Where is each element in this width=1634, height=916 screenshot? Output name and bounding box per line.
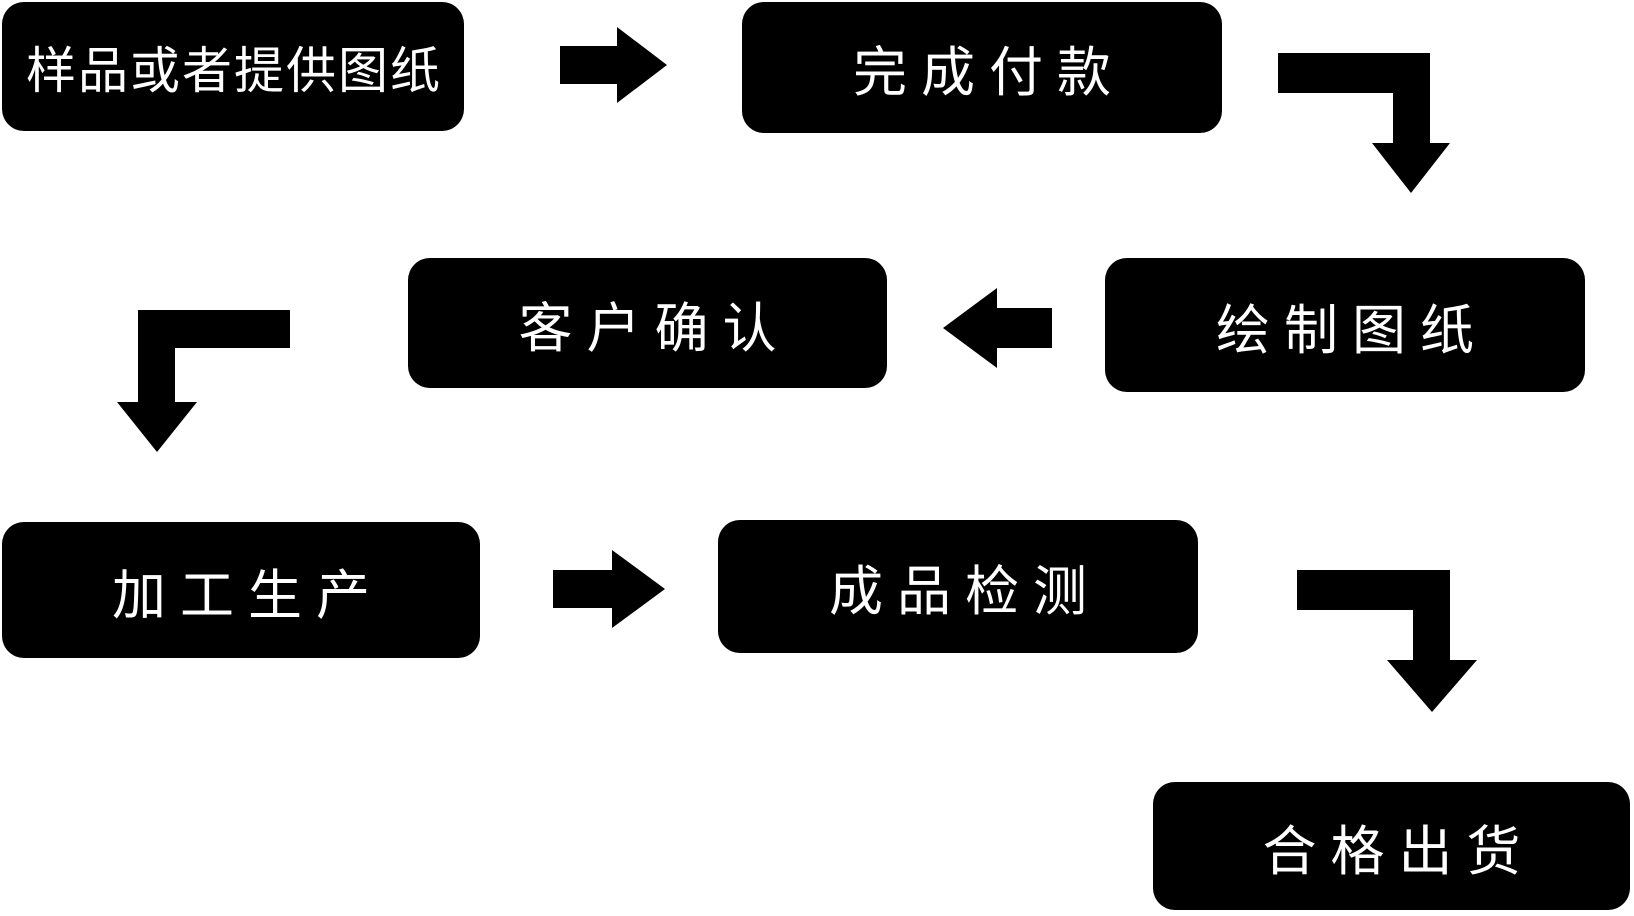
elbow-down-arrow-icon [1278, 53, 1450, 193]
left-arrow-icon [943, 288, 1052, 368]
right-arrow-icon [560, 27, 667, 103]
flow-node-production: 加工生产 [2, 522, 480, 658]
flow-node-label: 绘制图纸 [1216, 300, 1488, 361]
flow-node-inspection: 成品检测 [718, 520, 1198, 653]
flow-node-payment: 完成付款 [742, 2, 1222, 133]
flow-node-sample-or-drawing: 样品或者提供图纸 [2, 2, 464, 131]
elbow-down-arrow-icon [1297, 570, 1477, 712]
flow-node-customer-confirm: 客户确认 [408, 258, 887, 388]
flow-node-label: 加工生产 [112, 565, 384, 626]
flow-node-draw-drawing: 绘制图纸 [1105, 258, 1585, 392]
flow-node-label: 完成付款 [853, 43, 1125, 103]
flow-node-label: 样品或者提供图纸 [26, 42, 442, 99]
flow-node-label: 客户确认 [518, 298, 791, 359]
flow-node-shipment: 合格出货 [1153, 782, 1630, 910]
flow-node-label: 合格出货 [1262, 821, 1535, 882]
elbow-down-arrow-icon [117, 310, 290, 452]
right-arrow-icon [553, 550, 665, 628]
flow-node-label: 成品检测 [829, 562, 1101, 622]
